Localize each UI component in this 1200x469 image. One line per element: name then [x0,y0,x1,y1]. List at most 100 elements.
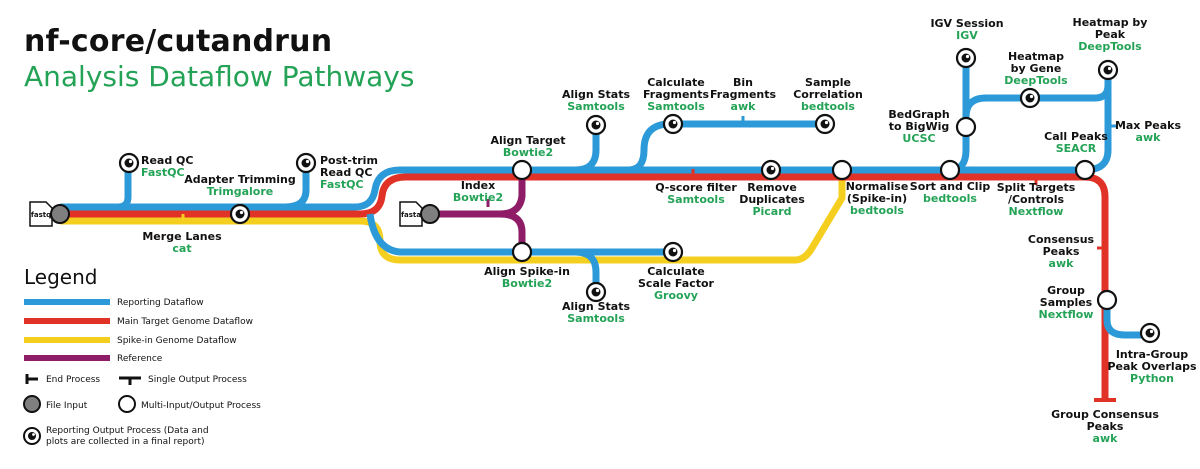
svg-text:to BigWig: to BigWig [889,120,949,133]
align-spikein-node [511,241,533,263]
svg-text:Index: Index [461,179,495,192]
adapter-trimming-node [229,203,251,225]
svg-text:bedtools: bedtools [801,100,855,113]
svg-text:Samtools: Samtools [567,100,625,113]
align-stats-bottom-branch [574,248,600,292]
intra-group-node [1139,322,1161,344]
svg-text:Bowtie2: Bowtie2 [502,277,552,290]
read-qc-branch [114,163,132,211]
svg-text:Duplicates: Duplicates [739,193,805,206]
svg-text:Bowtie2: Bowtie2 [453,191,503,204]
svg-text:Peaks: Peaks [1087,420,1124,433]
fragments-branch [627,120,825,174]
svg-text:Bowtie2: Bowtie2 [503,146,553,159]
legend-reference-text: Reference [117,354,163,364]
page-subtitle: Analysis Dataflow Pathways [24,60,415,93]
heatmap-gene-node [1019,87,1041,109]
calc-fragments-node [662,113,684,135]
svg-text:awk: awk [1136,131,1162,144]
svg-text:IGV: IGV [956,29,978,42]
legend-file-input: File Input [46,401,88,411]
align-target-node [511,159,533,181]
svg-text:bedtools: bedtools [850,204,904,217]
svg-text:Nextflow: Nextflow [1009,205,1064,218]
svg-text:Remove: Remove [747,181,797,194]
svg-text:SEACR: SEACR [1056,142,1097,155]
legend-end-process: End Process [46,375,100,385]
svg-text:Read QC: Read QC [320,166,372,179]
reporting-line [60,166,1085,211]
svg-text:Heatmap: Heatmap [1008,50,1064,63]
svg-text:UCSC: UCSC [902,132,935,145]
svg-text:FastQC: FastQC [141,166,185,179]
svg-text:awk: awk [1093,432,1119,445]
svg-text:Group Consensus: Group Consensus [1051,408,1159,421]
align-stats-bottom-node [585,281,607,303]
svg-text:Python: Python [1130,372,1174,385]
svg-text:Correlation: Correlation [793,88,863,101]
svg-text:Peaks: Peaks [1043,245,1080,258]
svg-text:Consensus: Consensus [1028,233,1095,246]
svg-text:Align Target: Align Target [490,134,565,147]
svg-text:Picard: Picard [752,205,791,218]
svg-text:Sort and Clip: Sort and Clip [910,180,991,193]
svg-text:IGV Session: IGV Session [930,17,1003,30]
heatmap-peak-node [1097,59,1119,81]
legend-multi-io: Multi-Input/Output Process [141,401,261,411]
svg-text:Read QC: Read QC [141,154,193,167]
svg-text:Bin: Bin [733,76,753,89]
svg-text:cat: cat [172,242,191,255]
legend-title: Legend [24,265,97,289]
svg-text:awk: awk [731,100,757,113]
sort-clip-node [939,159,961,181]
align-stats-top-branch [574,125,600,174]
fastq-input-label: fastq [31,211,51,219]
svg-text:Scale Factor: Scale Factor [638,277,715,290]
svg-text:FastQC: FastQC [320,178,364,191]
dataflow-lines [60,58,1150,400]
normalise-label: Normalise(Spike-in)bedtools [846,180,909,217]
svg-text:Sample: Sample [805,76,851,89]
spikein-reporting-line [366,213,673,256]
igv-session-node [955,47,977,69]
svg-text:Trimgalore: Trimgalore [207,185,273,198]
svg-text:Align Stats: Align Stats [562,300,630,313]
fasta-input-label: fasta [401,211,421,219]
main-target-line [60,173,1109,400]
svg-text:Group: Group [1047,284,1085,297]
remove-duplicates-node [760,159,782,181]
svg-text:DeepTools: DeepTools [1004,74,1068,87]
legend-main-target-text: Main Target Genome Dataflow [117,317,253,327]
svg-text:Adapter Trimming: Adapter Trimming [184,173,296,186]
svg-text:awk: awk [1049,257,1075,270]
fastq-input: fastq [29,201,70,227]
svg-text:Nextflow: Nextflow [1039,308,1094,321]
svg-text:Intra-Group: Intra-Group [1116,348,1188,361]
post-trim-qc-node [295,152,317,174]
max-peaks-branch [1084,80,1112,174]
